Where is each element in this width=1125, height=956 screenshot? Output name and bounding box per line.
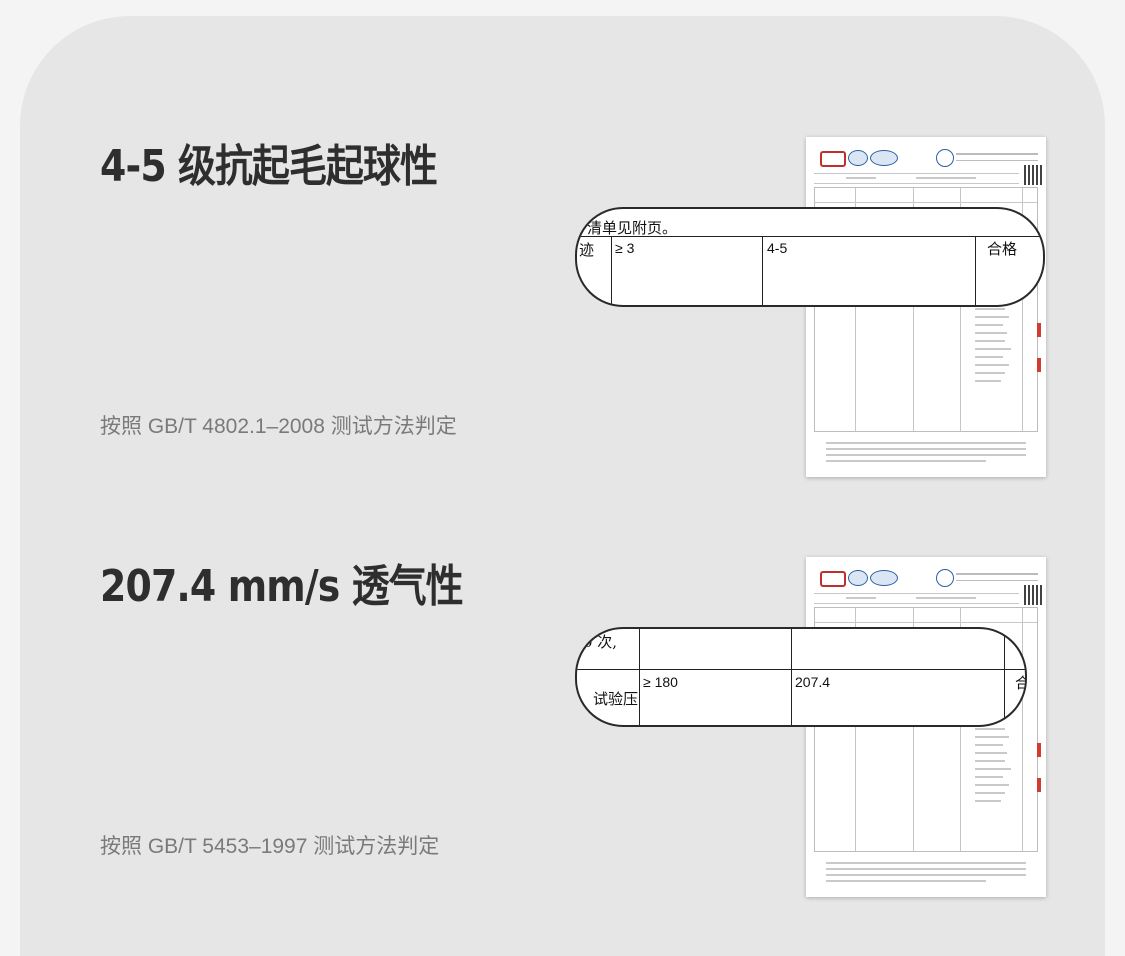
zoom-note-text: 清单见附页。 <box>587 219 678 237</box>
cma-logo <box>820 151 846 167</box>
section-subtitle: 按照 GB/T 4802.1–2008 测试方法判定 <box>100 415 457 438</box>
ilac-logo <box>848 150 868 166</box>
test-report-image <box>806 557 1046 897</box>
qr-code <box>1024 165 1044 185</box>
zoom-verdict: 合格 <box>987 240 1018 258</box>
cma-logo <box>820 571 846 587</box>
section-subtitle: 按照 GB/T 5453–1997 测试方法判定 <box>100 835 440 858</box>
zoom-row-label: 试验压 <box>593 690 639 708</box>
section-pilling: 4-5 级抗起毛起球性 按照 GB/T 4802.1–2008 测试方法判定 <box>0 0 1125 477</box>
institute-logo <box>936 149 954 167</box>
cnas-logo <box>870 570 898 586</box>
report-table <box>814 187 1041 432</box>
zoom-verdict: 合 <box>1015 672 1025 693</box>
magnifier-lens: 清单见附页。 迹 ≥ 3 4-5 合格 <box>575 207 1045 307</box>
magnifier-lens: 0 次, 试验压 ≥ 180 207.4 合 <box>575 627 1027 727</box>
zoom-result: 207.4 <box>795 674 831 690</box>
zoom-requirement: ≥ 180 <box>643 674 678 690</box>
section-headline: 4-5 级抗起毛起球性 <box>100 141 438 192</box>
report-table <box>814 607 1041 852</box>
section-headline: 207.4 mm/s 透气性 <box>100 561 464 612</box>
institute-logo <box>936 569 954 587</box>
qr-code <box>1024 585 1044 605</box>
section-air-permeability: 207.4 mm/s 透气性 按照 GB/T 5453–1997 测试方法判定 <box>0 420 1125 897</box>
ilac-logo <box>848 570 868 586</box>
zoom-result: 4-5 <box>767 240 788 256</box>
zoom-requirement: ≥ 3 <box>615 240 635 256</box>
zoom-row-label: 迹 <box>579 241 595 259</box>
test-report-image <box>806 137 1046 477</box>
zoom-note-text: 0 次, <box>583 633 618 651</box>
cnas-logo <box>870 150 898 166</box>
report-header <box>814 145 1038 171</box>
report-header <box>814 565 1038 591</box>
